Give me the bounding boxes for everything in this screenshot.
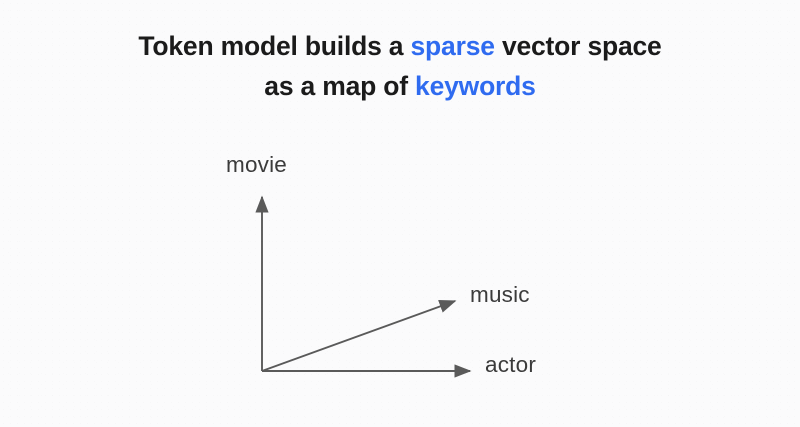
diagonal-axis-line: [261, 300, 457, 372]
axis-label-actor: actor: [485, 352, 537, 377]
axes-svg: [255, 195, 472, 378]
title-accent-sparse: sparse: [410, 31, 495, 61]
title-text-segment: as a map of: [264, 71, 416, 101]
title-text-segment: Token model builds a: [138, 31, 411, 61]
title-accent-keywords: keywords: [415, 71, 536, 101]
axis-label-music: music: [470, 282, 530, 307]
title-line-1: Token model builds a sparse vector space: [0, 26, 800, 66]
vector-space-diagram: movie music actor: [180, 140, 620, 410]
title-text-segment: vector space: [494, 31, 662, 61]
axis-label-movie: movie: [226, 152, 288, 177]
page-title: Token model builds a sparse vector space…: [0, 26, 800, 106]
title-line-2: as a map of keywords: [0, 66, 800, 106]
